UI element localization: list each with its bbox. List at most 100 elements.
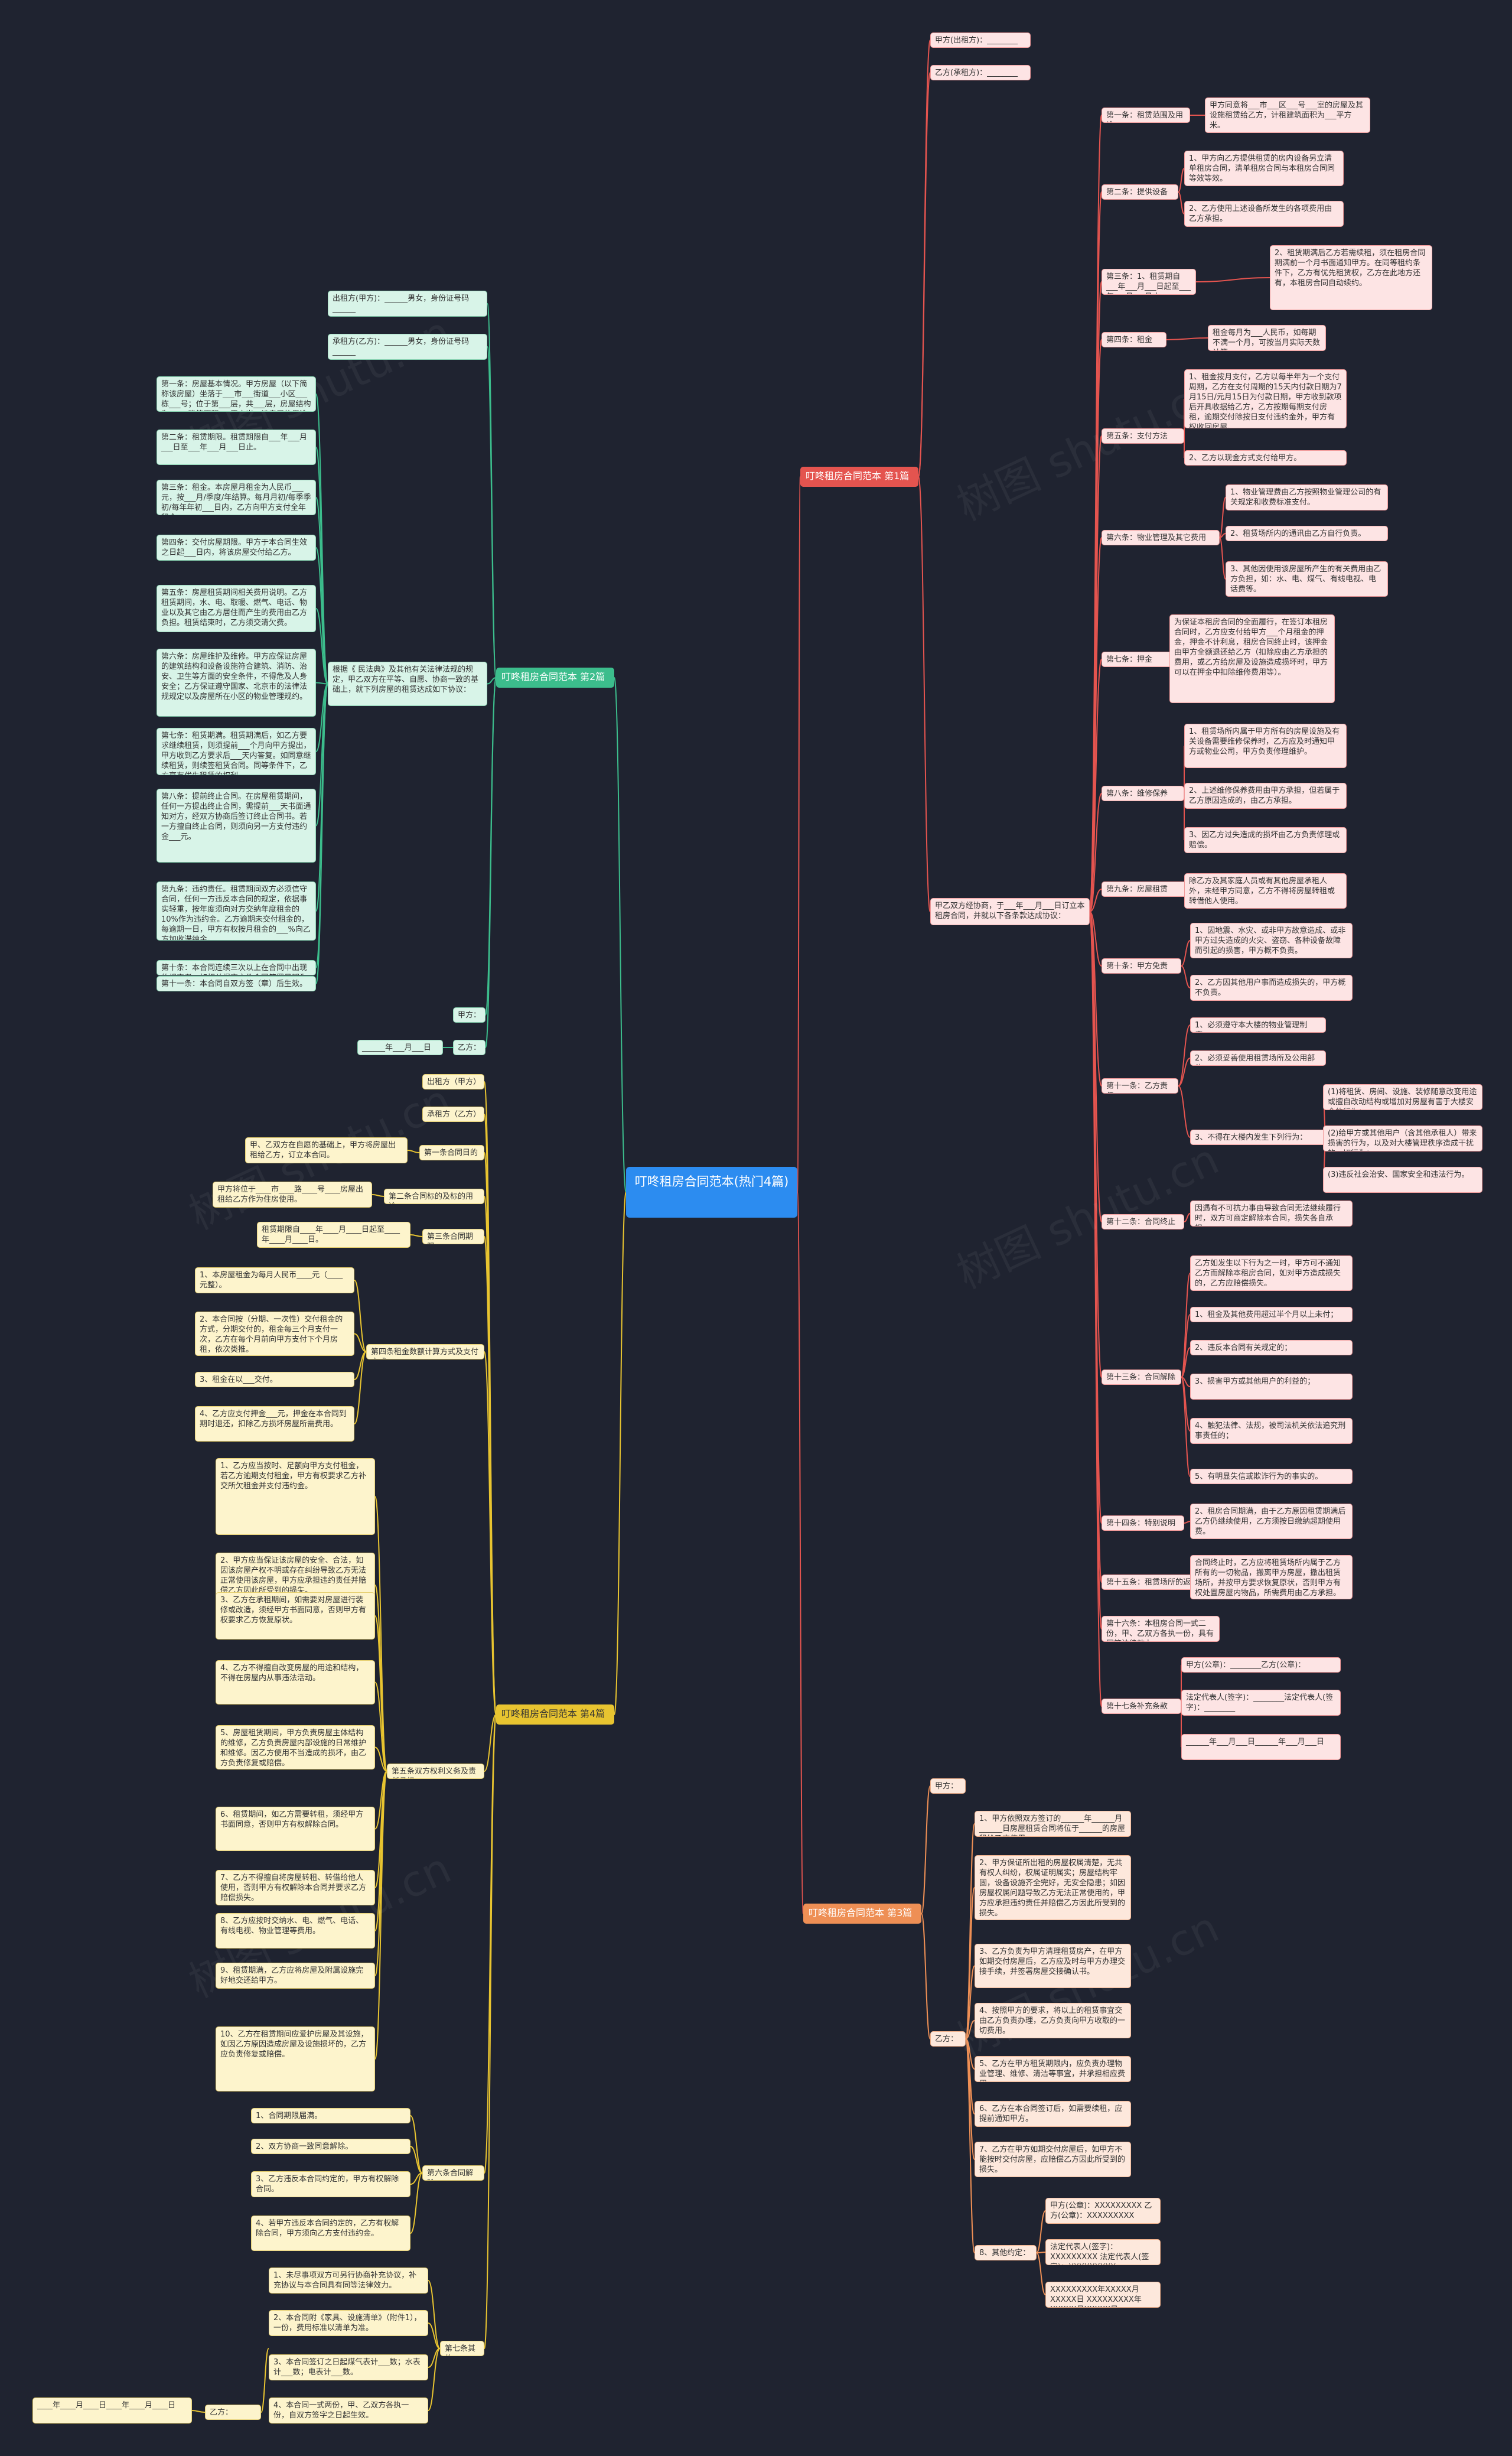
branch-3-sign[interactable]: 法定代表人(签字)：XXXXXXXXX 法定代表人(签字)：XXXXXXXXX bbox=[1045, 2239, 1161, 2265]
branch-1-detail[interactable]: 2、上述维修保养费用由甲方承担，但若属于乙方原因造成的，由乙方承担。 bbox=[1184, 783, 1347, 809]
branch-1-clause[interactable]: 第八条：维修保养 bbox=[1102, 786, 1184, 801]
branch-1-detail[interactable]: 甲方同意将___市___区___号___室的房屋及其设施租赁给乙方，计租建筑面积… bbox=[1205, 97, 1370, 133]
branch-4-detail[interactable]: 2、双方协商一致同意解除。 bbox=[251, 2139, 410, 2154]
branch-1-detail[interactable]: 2、租赁场所内的通讯由乙方自行负责。 bbox=[1226, 526, 1388, 541]
branch-1-detail[interactable]: 2、乙方以现金方式支付给甲方。 bbox=[1184, 450, 1347, 466]
branch-4-detail[interactable]: 3、租金在以___交付。 bbox=[195, 1372, 354, 1387]
branch-1-detail[interactable]: 2、租房合同期满，由于乙方原因租赁期满后乙方仍继续使用，乙方须按日缴纳超期使用费… bbox=[1190, 1504, 1353, 1539]
branch-4-party[interactable]: 承租方（乙方） bbox=[422, 1107, 484, 1122]
branch-1[interactable]: 叮咚租房合同范本 第1篇 bbox=[800, 467, 918, 487]
branch-2-party[interactable]: 出租方(甲方)：______男女，身份证号码______ bbox=[328, 291, 487, 317]
branch-1-subdetail[interactable]: (3)违反社会治安、国家安全和违法行为。 bbox=[1323, 1167, 1482, 1193]
branch-4-detail[interactable]: 7、乙方不得擅自将房屋转租、转借给他人使用，否则甲方有权解除本合同并要求乙方赔偿… bbox=[216, 1870, 375, 1905]
branch-2-sign[interactable]: ______年___月___日 bbox=[357, 1040, 443, 1055]
branch-1-detail[interactable]: 因遇有不可抗力事由导致合同无法继续履行时，双方可商定解除本合同，损失各自承担。 bbox=[1190, 1201, 1353, 1227]
branch-1-clause[interactable]: 第十四条：特别说明 bbox=[1102, 1515, 1184, 1531]
branch-1-detail[interactable]: ______年___月___日______年___月___日 bbox=[1181, 1734, 1341, 1760]
branch-2-clause[interactable]: 第三条：租金。本房屋月租金为人民币___元，按___月/季度/年结算。每月月初/… bbox=[157, 480, 316, 515]
branch-1-clause[interactable]: 第十六条：本租房合同一式二份，甲、乙双方各执一份，具有同等法律效力。 bbox=[1102, 1616, 1220, 1642]
branch-1-clause[interactable]: 第五条：支付方法 bbox=[1102, 428, 1184, 444]
branch-4-sign[interactable]: 乙方： bbox=[205, 2405, 261, 2420]
branch-1-clause[interactable]: 第二条：提供设备 bbox=[1102, 184, 1178, 200]
branch-4-clause[interactable]: 第二条合同标的及标的用途 bbox=[384, 1189, 484, 1204]
branch-2-lead[interactable]: 根据《 民法典》及其他有关法律法规的规定，甲乙双方在平等、自愿、协商一致的基础上… bbox=[328, 662, 487, 706]
branch-1-detail[interactable]: 合同终止时，乙方应将租赁场所内属于乙方所有的一切物品，搬离甲方房屋，撤出租赁场所… bbox=[1190, 1555, 1353, 1599]
branch-4-clause[interactable]: 第一条合同目的 bbox=[419, 1145, 484, 1160]
branch-1-clause[interactable]: 第十一条：乙方责任 bbox=[1102, 1078, 1178, 1094]
branch-1-detail[interactable]: 5、有明显失信或欺诈行为的事实的。 bbox=[1190, 1469, 1353, 1484]
branch-2-clause[interactable]: 第一条：房屋基本情况。甲方房屋（以下简称该房屋）坐落于___市___街道___小… bbox=[157, 376, 316, 412]
branch-3-sign[interactable]: 甲方(公章)：XXXXXXXXX 乙方(公章)：XXXXXXXXX bbox=[1045, 2198, 1161, 2224]
branch-3-party-a[interactable]: 甲方： bbox=[930, 1778, 966, 1794]
branch-4-clause[interactable]: 第五条双方权利义务及责任承担 bbox=[387, 1764, 484, 1779]
branch-1-clause[interactable]: 第十条：甲方免责 bbox=[1102, 958, 1181, 974]
branch-1-clause[interactable]: 第四条：租金 bbox=[1102, 332, 1166, 347]
branch-4-detail[interactable]: 甲、乙双方在自愿的基础上，甲方将房屋出租给乙方，订立本合同。 bbox=[245, 1137, 408, 1163]
branch-4-detail[interactable]: 4、若甲方违反本合同约定的，乙方有权解除合同，甲方须向乙方支付违约金。 bbox=[251, 2216, 410, 2251]
branch-1-clause[interactable]: 第六条：物业管理及其它费用 bbox=[1102, 530, 1220, 545]
branch-1-party[interactable]: 甲方(出租方)：________ bbox=[930, 32, 1031, 48]
branch-2-clause[interactable]: 第二条：租赁期限。租赁期限自___年___月___日至___年___月___日止… bbox=[157, 430, 316, 465]
branch-4-detail[interactable]: 4、本合同一式两份，甲、乙双方各执一份，自双方签字之日起生效。 bbox=[269, 2398, 428, 2424]
branch-4-detail[interactable]: 5、房屋租赁期间，甲方负责房屋主体结构的维修，乙方负责房屋内部设施的日常维护和维… bbox=[216, 1725, 375, 1769]
branch-1-detail[interactable]: 1、租赁场所内属于甲方所有的房屋设施及有关设备需要维修保养时，乙方应及时通知甲方… bbox=[1184, 724, 1347, 768]
branch-4-sign[interactable]: ____年____月____日____年____月____日 bbox=[32, 2398, 192, 2424]
branch-1-clause[interactable]: 第三条：1、租赁期自___年___月___日起至___年___月___日止。 bbox=[1102, 269, 1196, 295]
branch-1-detail[interactable]: 2、必须妥善使用租赁场所及公用部位。 bbox=[1190, 1050, 1326, 1066]
branch-4-detail[interactable]: 9、租赁期满，乙方应将房屋及附属设施完好地交还给甲方。 bbox=[216, 1963, 375, 1989]
branch-2-clause[interactable]: 第八条：提前终止合同。在房屋租赁期间，任何一方提出终止合同，需提前___天书面通… bbox=[157, 789, 316, 863]
branch-4-detail[interactable]: 3、本合同签订之日起煤气表计___数；水表计___数；电表计___数。 bbox=[269, 2354, 428, 2380]
branch-3-clause[interactable]: 1、甲方依照双方签订的______年______月______日房屋租赁合同将位… bbox=[975, 1811, 1131, 1837]
branch-2[interactable]: 叮咚租房合同范本 第2篇 bbox=[496, 668, 614, 688]
branch-1-detail[interactable]: 1、甲方向乙方提供租赁的房内设备另立清单租房合同，清单租房合同与本租房合同同等效… bbox=[1184, 151, 1344, 186]
branch-2-sign[interactable]: 乙方： bbox=[453, 1040, 485, 1055]
branch-4-detail[interactable]: 1、未尽事项双方可另行协商补充协议，补充协议与本合同具有同等法律效力。 bbox=[269, 2268, 428, 2294]
branch-4-detail[interactable]: 6、租赁期间，如乙方需要转租，须经甲方书面同意，否则甲方有权解除合同。 bbox=[216, 1807, 375, 1851]
branch-4-clause[interactable]: 第六条合同解除 bbox=[422, 2165, 484, 2181]
branch-4-party[interactable]: 出租方（甲方） bbox=[422, 1074, 484, 1089]
branch-2-clause[interactable]: 第六条：房屋维护及维修。甲方应保证房屋的建筑结构和设备设施符合建筑、消防、治安、… bbox=[157, 649, 316, 717]
branch-1-detail[interactable]: 2、租赁期满后乙方若需续租，须在租房合同期满前一个月书面通知甲方。在同等租约条件… bbox=[1270, 245, 1432, 310]
branch-2-clause[interactable]: 第四条：交付房屋期限。甲方于本合同生效之日起___日内，将该房屋交付给乙方。 bbox=[157, 535, 316, 561]
branch-1-detail[interactable]: 3、不得在大楼内发生下列行为： bbox=[1190, 1130, 1326, 1145]
branch-1-detail[interactable]: 3、因乙方过失造成的损坏由乙方负责修理或赔偿。 bbox=[1184, 827, 1347, 853]
branch-3-party-b[interactable]: 乙方： bbox=[930, 2031, 966, 2047]
branch-4-detail[interactable]: 1、本房屋租金为每月人民币____元（____元整）。 bbox=[195, 1267, 354, 1293]
branch-4-detail[interactable]: 租赁期限自____年____月____日起至____年____月____日。 bbox=[257, 1222, 410, 1248]
branch-1-detail[interactable]: 甲方(公章)：________乙方(公章)：________ bbox=[1181, 1657, 1341, 1673]
branch-1-detail[interactable]: 1、因地震、水灾、或非甲方故意造成、或非甲方过失造成的火灾、盗窃、各种设备故障而… bbox=[1190, 923, 1353, 958]
branch-1-party[interactable]: 乙方(承租方)：________ bbox=[930, 65, 1031, 80]
branch-4-detail[interactable]: 3、乙方在承租期间，如需要对房屋进行装修或改造，须经甲方书面同意，否则甲方有权要… bbox=[216, 1592, 375, 1639]
branch-2-clause[interactable]: 第九条：违约责任。租赁期间双方必须信守合同，任何一方违反本合同的规定，依据事实轻… bbox=[157, 881, 316, 941]
branch-2-clause[interactable]: 第七条：租赁期满。租赁期满后，如乙方要求继续租赁，则须提前___个月向甲方提出，… bbox=[157, 728, 316, 775]
branch-2-party[interactable]: 承租方(乙方)：______男女，身份证号码______ bbox=[328, 334, 487, 360]
branch-1-clause[interactable]: 第十三条：合同解除 bbox=[1102, 1369, 1181, 1385]
branch-3-clause[interactable]: 7、乙方在甲方如期交付房屋后，如甲方不能按时交付房屋，应赔偿乙方因此所受到的损失… bbox=[975, 2142, 1131, 2177]
root-node[interactable]: 叮咚租房合同范本(热门4篇) bbox=[626, 1167, 797, 1218]
branch-2-clause[interactable]: 第五条：房屋租赁期间相关费用说明。乙方租赁期间，水、电、取暖、燃气、电话、物业以… bbox=[157, 585, 316, 632]
branch-4-detail[interactable]: 10、乙方在租赁期间应爱护房屋及其设施，如因乙方原因造成房屋及设施损坏的，乙方应… bbox=[216, 2026, 375, 2091]
branch-4-clause[interactable]: 第三条合同期限 bbox=[422, 1229, 484, 1244]
branch-3-sign[interactable]: XXXXXXXXX年XXXXX月XXXXX日 XXXXXXXXX年XXXXX月X… bbox=[1045, 2282, 1161, 2308]
branch-1-detail[interactable]: 除乙方及其家庭人员或有其他房屋承租人外，未经甲方同意，乙方不得将房屋转租或转借他… bbox=[1184, 873, 1347, 909]
branch-1-detail[interactable]: 1、必须遵守本大楼的物业管理制度。 bbox=[1190, 1017, 1326, 1033]
branch-1-detail[interactable]: 租金每月为___人民币，如每期不满一个月，可按当月实际天数计算。 bbox=[1208, 325, 1326, 351]
branch-3-clause[interactable]: 6、乙方在本合同签订后，如需要续租，应提前通知甲方。 bbox=[975, 2101, 1131, 2127]
branch-1-clause[interactable]: 第十二条：合同终止 bbox=[1102, 1214, 1184, 1229]
branch-1-clause[interactable]: 第九条：房屋租赁 bbox=[1102, 881, 1187, 897]
branch-1-subdetail[interactable]: (2)给甲方或其他用户（含其他承租人）带来损害的行为，以及对大楼管理秩序造成干扰… bbox=[1323, 1125, 1482, 1151]
branch-4-detail[interactable]: 1、合同期限届满。 bbox=[251, 2108, 410, 2123]
branch-1-detail[interactable]: 2、违反本合同有关规定的； bbox=[1190, 1340, 1353, 1355]
branch-1-detail[interactable]: 4、触犯法律、法规，被司法机关依法追究刑事责任的； bbox=[1190, 1418, 1353, 1444]
branch-3-clause[interactable]: 2、甲方保证所出租的房屋权属清楚，无共有权人纠纷，权属证明属实；房屋结构牢固，设… bbox=[975, 1855, 1131, 1920]
branch-1-detail[interactable]: 1、物业管理费由乙方按照物业管理公司的有关规定和收费标准支付。 bbox=[1226, 484, 1388, 510]
branch-1-detail[interactable]: 3、损害甲方或其他用户的利益的； bbox=[1190, 1374, 1353, 1400]
branch-1-detail[interactable]: 法定代表人(签字)：________法定代表人(签字)：________ bbox=[1181, 1690, 1341, 1716]
branch-3-clause[interactable]: 5、乙方在甲方租赁期限内，应负责办理物业管理、维修、清洁等事宜，并承担相应费用。 bbox=[975, 2056, 1131, 2082]
branch-2-clause[interactable]: 第十一条：本合同自双方签（章）后生效。 bbox=[157, 976, 316, 991]
branch-4-detail[interactable]: 2、本合同附《家具、设施清单》（附件1），一份，费用标准以清单为准。 bbox=[269, 2310, 428, 2336]
branch-3-clause[interactable]: 3、乙方负责为甲方清理租赁房产，在甲方如期交付房屋后，乙方应及时与甲方办理交接手… bbox=[975, 1944, 1131, 1988]
branch-1-clause[interactable]: 第七条：押金 bbox=[1102, 652, 1172, 667]
branch-4-detail[interactable]: 2、本合同按（分期、一次性）交付租金的方式，分期交付的，租金每三个月支付一次，乙… bbox=[195, 1312, 354, 1356]
branch-1-detail[interactable]: 乙方如发生以下行为之一时，甲方可不通知乙方而解除本租房合同，如对甲方造成损失的，… bbox=[1190, 1255, 1353, 1291]
